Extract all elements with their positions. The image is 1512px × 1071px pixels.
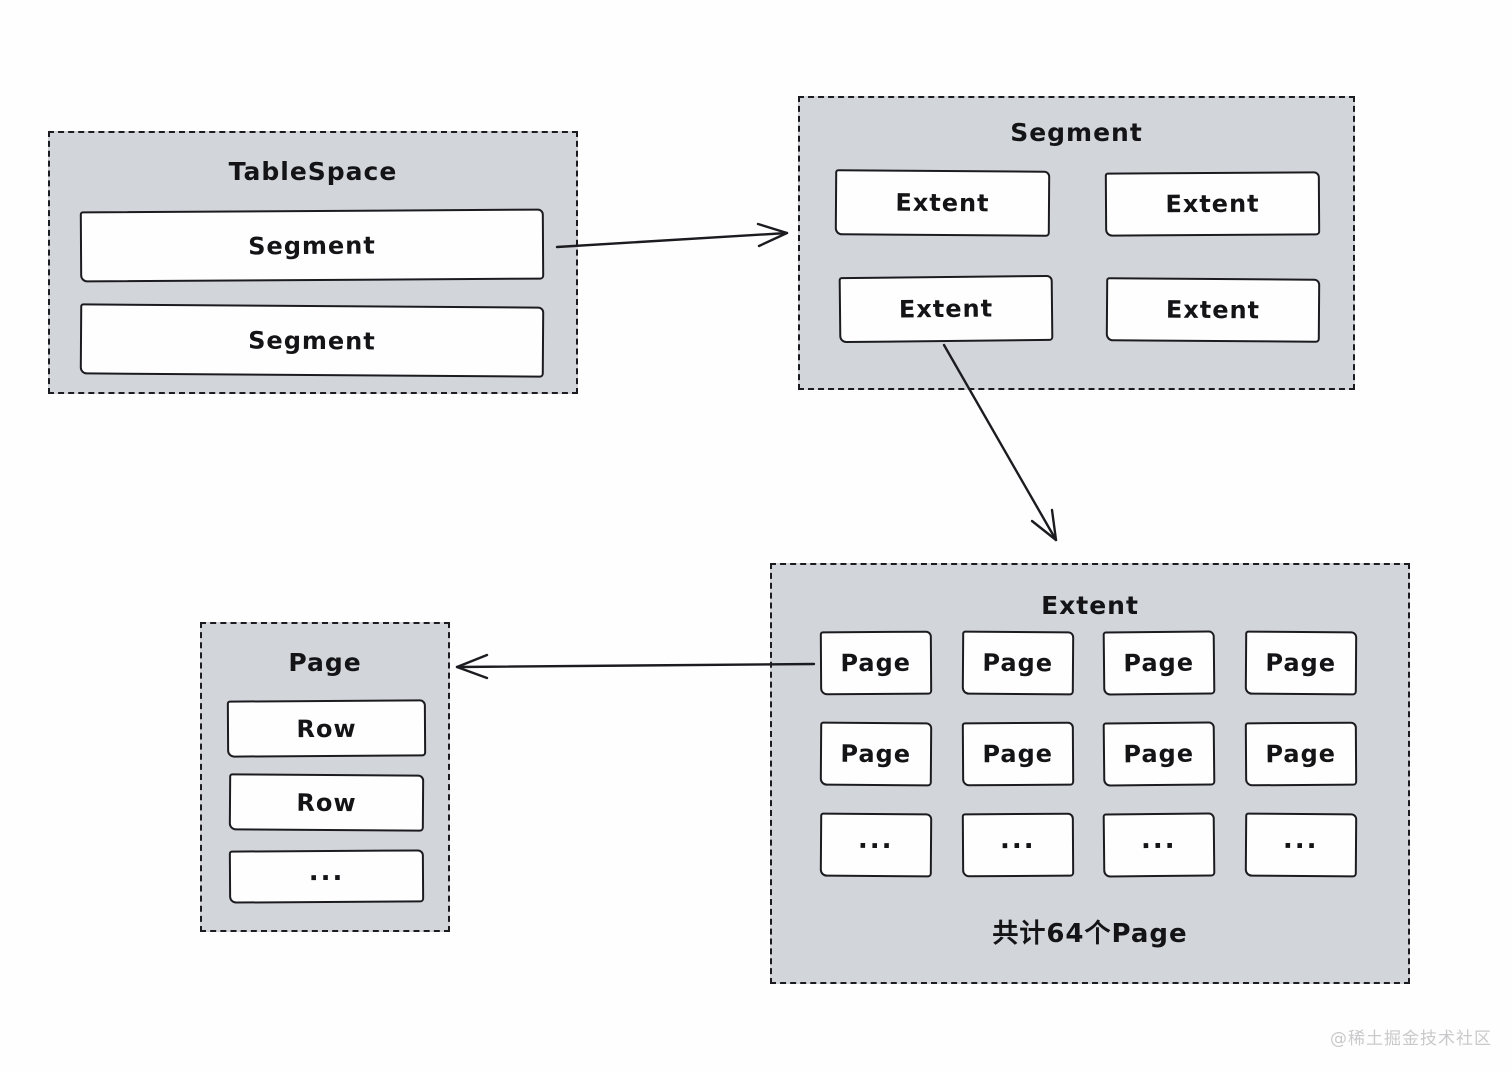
page-cell: Page <box>1244 721 1357 787</box>
page-cell: Page <box>1102 721 1215 787</box>
segment-box-1: Segment <box>79 208 545 283</box>
page-cell: Page <box>819 721 932 787</box>
extent-box-3: Extent <box>838 274 1054 344</box>
arrow-tablespace-to-segment <box>555 222 789 249</box>
ellipsis-cell: ... <box>1102 812 1215 878</box>
row-ellipsis-box: ... <box>228 849 425 904</box>
page-cell: Page <box>961 630 1074 696</box>
row-box-1: Row <box>226 699 427 758</box>
arrow-extent-to-page <box>455 653 816 680</box>
extent-box-2: Extent <box>1104 171 1321 237</box>
extent-caption: 共计64个Page <box>992 919 1188 949</box>
page-cell: Page <box>819 630 932 696</box>
extent-title: Extent <box>1041 591 1139 620</box>
page-cell: Page <box>1102 630 1215 696</box>
watermark: @稀土掘金技术社区 <box>1330 1029 1492 1049</box>
tablespace-title: TableSpace <box>228 157 398 186</box>
page-cell: Page <box>1244 630 1357 696</box>
segment-box-2: Segment <box>79 303 545 378</box>
row-box-2: Row <box>228 773 425 832</box>
segment-container: Segment Extent Extent Extent Extent <box>798 96 1355 390</box>
page-grid: Page Page Page Page Page Page Page Page … <box>819 630 1357 878</box>
segment-title: Segment <box>1010 118 1143 147</box>
ellipsis-cell: ... <box>961 812 1074 878</box>
ellipsis-cell: ... <box>819 812 932 878</box>
ellipsis-cell: ... <box>1244 812 1357 878</box>
page-title: Page <box>288 648 362 677</box>
tablespace-container: TableSpace Segment Segment <box>48 131 578 394</box>
page-container: Page Row Row ... <box>200 622 450 932</box>
extent-box-1: Extent <box>834 169 1051 237</box>
extent-box-4: Extent <box>1105 277 1321 343</box>
extent-container: Extent Page Page Page Page Page Page Pag… <box>770 563 1410 984</box>
page-cell: Page <box>961 721 1074 787</box>
